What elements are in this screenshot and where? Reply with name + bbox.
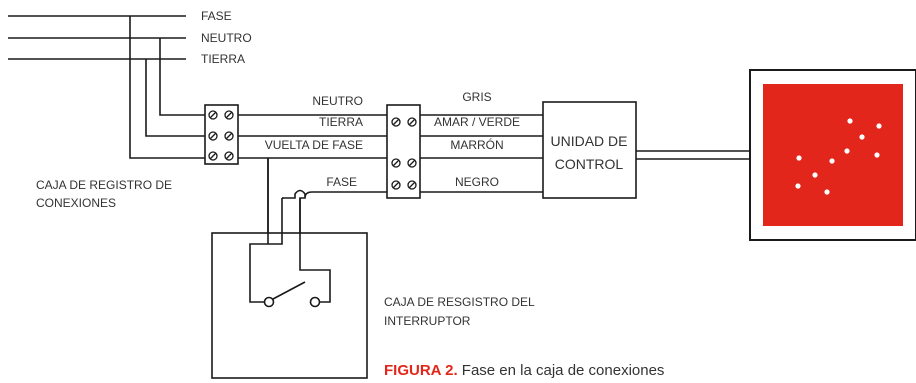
supply-label-fase: FASE (201, 9, 232, 23)
figure-caption: FIGURA 2. Fase en la caja de conexiones (384, 362, 664, 379)
wire-label-vuelta: VUELTA DE FASE (265, 138, 363, 152)
switch-lever (272, 281, 306, 300)
figure-caption-prefix: FIGURA 2. (384, 362, 458, 379)
wire-tierra-drop (145, 59, 205, 137)
switch-contact-right (309, 296, 321, 308)
control-unit-box (542, 101, 637, 199)
wire-label-marron: MARRÓN (450, 137, 503, 152)
switch-wire-a (249, 243, 268, 303)
figure-caption-text: Fase en la caja de conexiones (461, 362, 665, 379)
control-unit-label-1: UNIDAD DE (550, 133, 627, 149)
switch-wire-b (299, 198, 331, 303)
panel-dots (795, 118, 882, 195)
control-unit-label-2: CONTROL (555, 156, 624, 172)
screw-terminals (208, 110, 417, 190)
supply-label-neutro: NEUTRO (201, 31, 252, 45)
junction-box-label-1: CAJA DE REGISTRO DE (36, 178, 172, 192)
wire-label-neutro: NEUTRO (312, 94, 363, 108)
switch-wire-left-2 (268, 198, 283, 245)
junction-box-label-2: CONEXIONES (36, 196, 116, 210)
switch-box (211, 232, 368, 379)
wire-label-gris: GRIS (462, 90, 491, 104)
switch-box-label-1: CAJA DE RESGISTRO DEL (384, 295, 535, 309)
wire-fase-drop (129, 16, 205, 159)
red-display-panel (763, 84, 903, 226)
switch-contact-left (263, 296, 275, 308)
wire-neutro-drop (159, 38, 205, 116)
middle-screws (391, 117, 417, 190)
wire-label-fase: FASE (326, 175, 357, 189)
supply-label-tierra: TIERRA (201, 52, 245, 66)
wire-label-tierra: TIERRA (319, 115, 363, 129)
switch-box-label-2: INTERRUPTOR (384, 314, 471, 328)
junction-screws (208, 110, 234, 161)
wire-label-negro: NEGRO (455, 175, 499, 189)
wire-label-amar-verde: AMAR / VERDE (434, 115, 520, 129)
